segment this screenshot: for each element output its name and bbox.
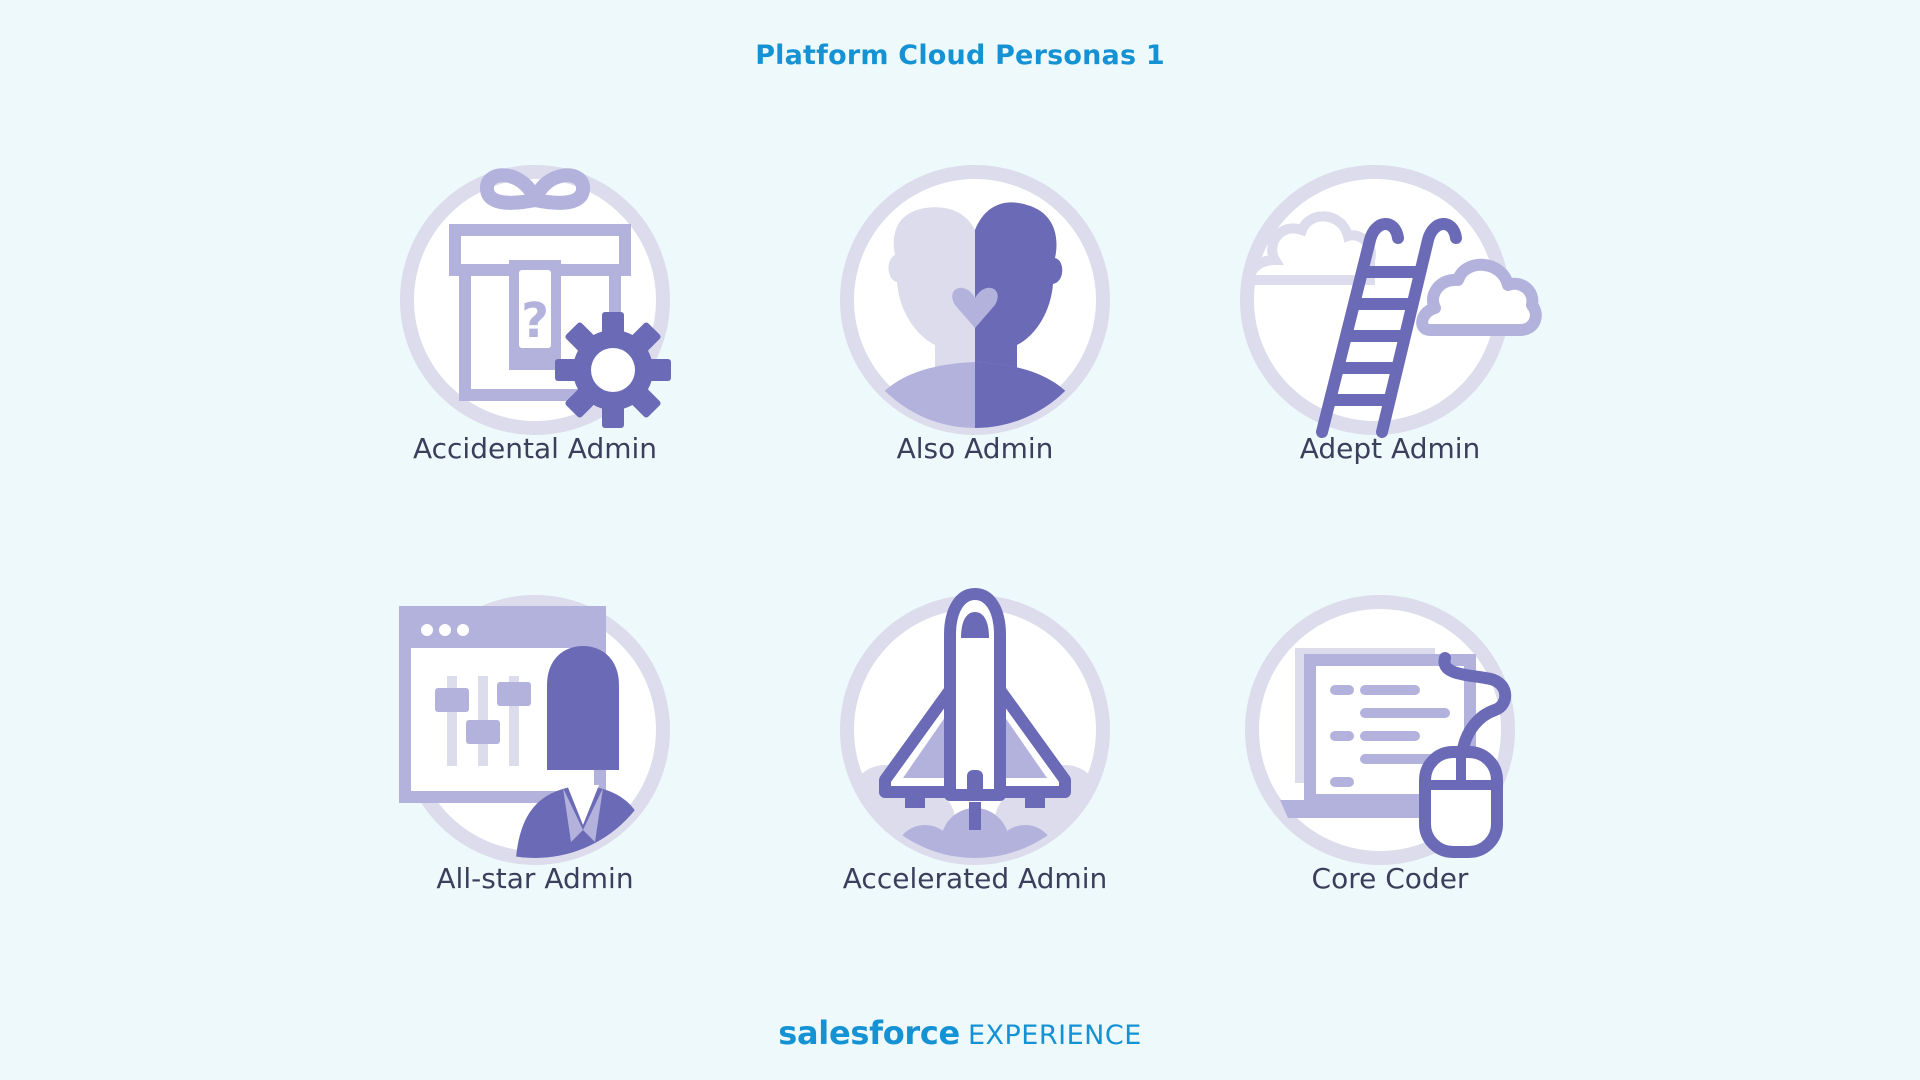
salesforce-wordmark: salesforce — [778, 1014, 960, 1052]
gift-gear-icon: ? — [400, 165, 671, 435]
persona-core-coder: Core Coder — [1180, 580, 1600, 940]
persona-label: Also Admin — [896, 432, 1054, 465]
page-title: Platform Cloud Personas 1 — [755, 40, 1165, 71]
persona-also-admin: Also Admin — [765, 150, 1185, 510]
persona-label: Core Coder — [1311, 862, 1469, 895]
persona-adept-admin: Adept Admin — [1180, 150, 1600, 510]
laptop-mouse-icon — [1245, 595, 1515, 865]
two-faces-icon — [840, 165, 1110, 435]
persona-label: Accidental Admin — [412, 432, 658, 465]
experience-wordmark: EXPERIENCE — [967, 1020, 1142, 1051]
persona-all-star-admin: All-star Admin — [325, 580, 745, 940]
svg-text:?: ? — [521, 293, 549, 349]
dashboard-woman-icon — [399, 595, 670, 865]
persona-label: Adept Admin — [1299, 432, 1481, 465]
persona-label: All-star Admin — [436, 862, 634, 895]
space-shuttle-icon — [840, 588, 1110, 865]
persona-accelerated-admin: Accelerated Admin — [765, 580, 1185, 940]
ladder-cloud-icon — [1240, 165, 1542, 438]
persona-label: Accelerated Admin — [842, 862, 1108, 895]
persona-accidental-admin: ? Accidental Admin — [325, 150, 745, 510]
